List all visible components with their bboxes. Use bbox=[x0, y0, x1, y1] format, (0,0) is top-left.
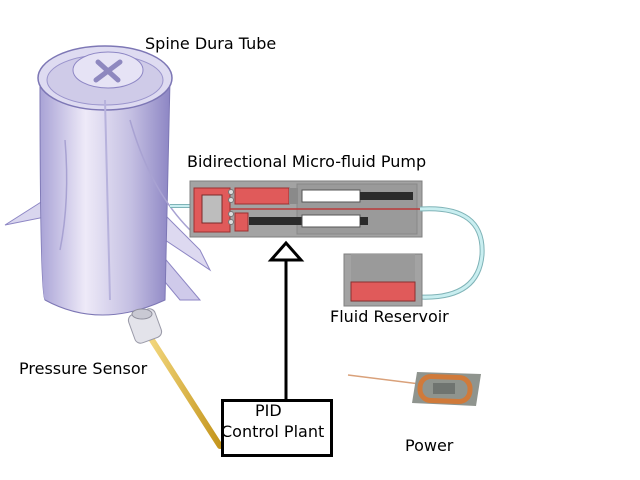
spine-dura-tube-label: Spine Dura Tube bbox=[145, 34, 277, 53]
power-label: Power bbox=[405, 436, 454, 455]
pid-label-line2: Control Plant bbox=[221, 422, 325, 441]
power-coil-illustration bbox=[347, 372, 481, 406]
pump-label: Bidirectional Micro-fluid Pump bbox=[187, 152, 427, 171]
fluid-reservoir-illustration bbox=[343, 253, 423, 307]
spine-dura-tube-illustration bbox=[4, 45, 212, 316]
pid-control-plant-box bbox=[221, 399, 333, 457]
pressure-sensor-label: Pressure Sensor bbox=[19, 359, 148, 378]
control-arrow bbox=[267, 240, 305, 399]
micro-fluid-pump-illustration bbox=[189, 180, 423, 238]
pressure-sensor-illustration bbox=[127, 308, 223, 449]
reservoir-label: Fluid Reservoir bbox=[330, 307, 449, 326]
pid-label-line1: PID bbox=[255, 401, 282, 420]
